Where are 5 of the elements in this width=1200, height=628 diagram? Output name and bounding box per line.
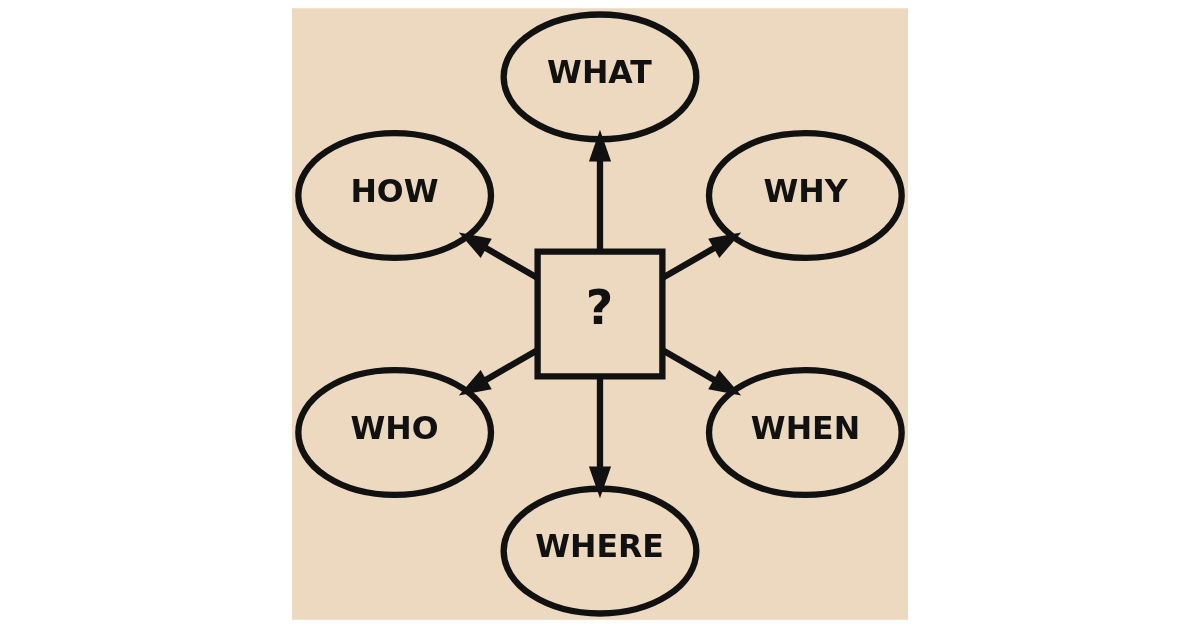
node-ellipse: WHERE: [500, 485, 700, 617]
arrow: [588, 129, 612, 252]
arrow: [588, 376, 612, 499]
node-box: ?: [534, 248, 666, 380]
node-ellipse: WHAT: [500, 11, 700, 143]
